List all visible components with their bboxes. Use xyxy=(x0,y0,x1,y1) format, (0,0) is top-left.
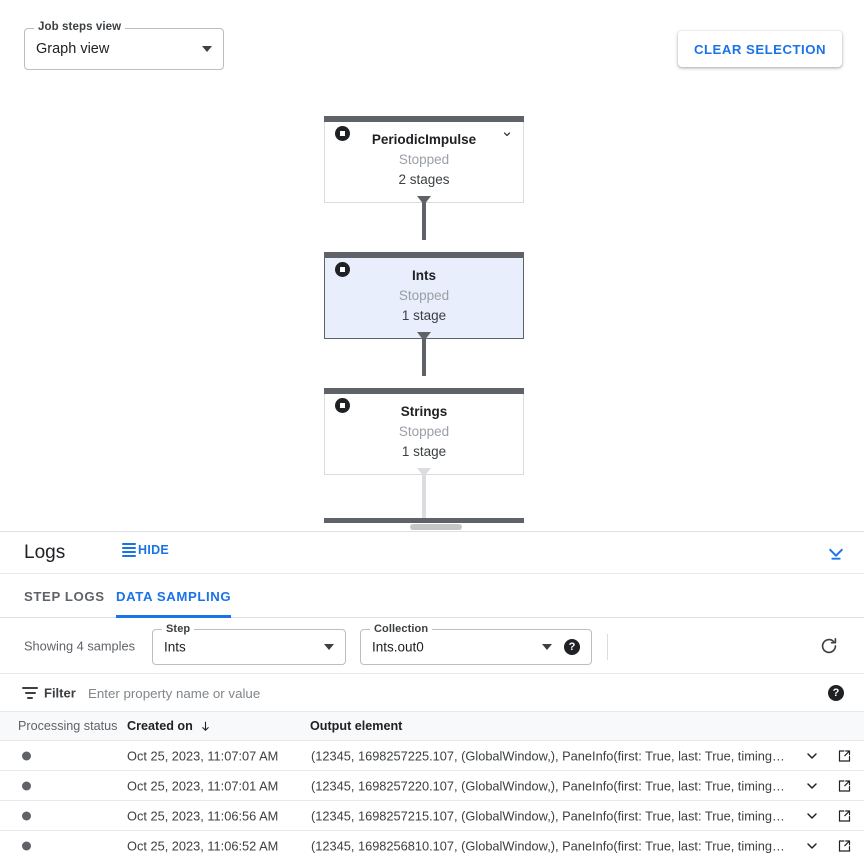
node-stages: 2 stages xyxy=(398,172,450,187)
data-sampling-controls: Showing 4 samples Step Ints Collection I… xyxy=(0,618,864,674)
job-steps-view-value: Graph view xyxy=(36,41,110,57)
node-status-bar xyxy=(324,518,524,524)
cell-created-on: Oct 25, 2023, 11:07:07 AM xyxy=(127,748,279,763)
logs-panel: Logs HIDE STEP LOGS DATA SAMPLING Showin… xyxy=(0,531,864,856)
graph-node-strings[interactable]: Strings Stopped 1 stage xyxy=(324,388,524,475)
chevron-down-icon[interactable] xyxy=(804,778,820,794)
chevron-down-icon xyxy=(324,644,334,650)
logs-header: Logs HIDE xyxy=(0,532,864,574)
graph-horizontal-scrollbar[interactable] xyxy=(0,523,864,531)
chevron-down-icon xyxy=(542,644,552,650)
logs-title: Logs xyxy=(24,542,66,563)
chevron-down-icon[interactable] xyxy=(804,808,820,824)
collection-select-value: Ints.out0 xyxy=(372,639,424,655)
help-icon[interactable]: ? xyxy=(828,684,844,701)
graph-node-periodicimpulse[interactable]: PeriodicImpulse Stopped 2 stages xyxy=(324,116,524,203)
step-select-label: Step xyxy=(162,622,195,636)
step-select[interactable]: Step Ints xyxy=(152,622,346,665)
help-icon[interactable]: ? xyxy=(564,639,580,655)
job-steps-view-label: Job steps view xyxy=(34,20,126,34)
chevron-down-icon[interactable] xyxy=(804,838,820,854)
tab-data-sampling[interactable]: DATA SAMPLING xyxy=(116,574,232,618)
graph-edge-1 xyxy=(422,196,426,240)
refresh-icon[interactable] xyxy=(818,635,840,657)
node-status: Stopped xyxy=(398,424,450,439)
column-header-output-element[interactable]: Output element xyxy=(310,719,403,733)
graph-edge-3 xyxy=(422,468,426,520)
chevron-down-icon xyxy=(202,46,212,52)
chevron-down-icon[interactable] xyxy=(804,748,820,764)
table-row[interactable]: Oct 25, 2023, 11:07:01 AM (12345, 169825… xyxy=(0,771,864,801)
processing-status-dot xyxy=(22,841,31,850)
cell-output-element: (12345, 1698257220.107, (GlobalWindow,),… xyxy=(311,778,785,793)
filter-icon xyxy=(22,686,38,699)
node-status-bar xyxy=(324,388,524,394)
node-status: Stopped xyxy=(398,288,450,303)
job-steps-view-select[interactable]: Job steps view Graph view xyxy=(24,20,224,70)
column-header-created-on[interactable]: Created on xyxy=(127,719,212,733)
graph-node-ints[interactable]: Ints Stopped 1 stage xyxy=(324,252,524,339)
tab-step-logs[interactable]: STEP LOGS xyxy=(24,588,105,604)
chevron-down-icon[interactable] xyxy=(501,128,513,140)
node-title: Ints xyxy=(411,268,436,283)
column-header-created-on-label: Created on xyxy=(127,719,193,733)
filter-label: Filter xyxy=(44,685,76,700)
table-row[interactable]: Oct 25, 2023, 11:06:52 AM (12345, 169825… xyxy=(0,831,864,856)
stop-icon xyxy=(335,126,350,141)
node-stages: 1 stage xyxy=(401,308,447,323)
list-lines-icon xyxy=(122,543,136,557)
cell-created-on: Oct 25, 2023, 11:06:56 AM xyxy=(127,808,279,823)
logs-tabs: STEP LOGS DATA SAMPLING xyxy=(0,574,864,618)
node-status: Stopped xyxy=(398,152,450,167)
open-in-new-icon[interactable] xyxy=(837,778,852,793)
node-title: Strings xyxy=(400,404,448,419)
job-steps-graph-panel: Job steps view Graph view CLEAR SELECTIO… xyxy=(0,0,864,531)
graph-edge-arrow-3 xyxy=(417,468,431,477)
graph-edge-2 xyxy=(422,332,426,376)
stop-icon xyxy=(335,262,350,277)
cell-output-element: (12345, 1698257225.107, (GlobalWindow,),… xyxy=(311,748,785,763)
collection-select-label: Collection xyxy=(370,622,433,636)
hide-logs-button[interactable]: HIDE xyxy=(122,543,169,557)
collapse-panel-icon[interactable] xyxy=(824,542,848,566)
open-in-new-icon[interactable] xyxy=(837,838,852,853)
cell-output-element: (12345, 1698257215.107, (GlobalWindow,),… xyxy=(311,808,785,823)
cell-created-on: Oct 25, 2023, 11:07:01 AM xyxy=(127,778,279,793)
filter-input[interactable] xyxy=(86,674,786,712)
node-stages: 1 stage xyxy=(401,444,447,459)
step-select-value: Ints xyxy=(164,639,186,655)
hide-logs-label: HIDE xyxy=(138,543,170,557)
scrollbar-thumb[interactable] xyxy=(410,524,462,530)
graph-edge-arrow-2 xyxy=(417,332,431,341)
node-status-bar xyxy=(324,252,524,258)
graph-edge-arrow-1 xyxy=(417,196,431,205)
samples-table-body: Oct 25, 2023, 11:07:07 AM (12345, 169825… xyxy=(0,741,864,856)
samples-table-header: Processing status Created on Output elem… xyxy=(0,712,864,741)
processing-status-dot xyxy=(22,751,31,760)
column-header-processing-status[interactable]: Processing status xyxy=(18,719,118,733)
clear-selection-button[interactable]: CLEAR SELECTION xyxy=(677,31,842,67)
cell-output-element: (12345, 1698256810.107, (GlobalWindow,),… xyxy=(311,838,785,853)
processing-status-dot xyxy=(22,781,31,790)
stop-icon xyxy=(335,398,350,413)
sort-descending-icon xyxy=(199,720,212,733)
controls-divider xyxy=(607,634,608,660)
collection-select[interactable]: Collection Ints.out0 ? xyxy=(360,622,592,665)
filter-row: Filter ? xyxy=(0,674,864,712)
cell-created-on: Oct 25, 2023, 11:06:52 AM xyxy=(127,838,279,853)
node-status-bar xyxy=(324,116,524,122)
processing-status-dot xyxy=(22,811,31,820)
open-in-new-icon[interactable] xyxy=(837,808,852,823)
node-title: PeriodicImpulse xyxy=(371,132,477,147)
open-in-new-icon[interactable] xyxy=(837,748,852,763)
showing-samples-text: Showing 4 samples xyxy=(24,638,135,653)
table-row[interactable]: Oct 25, 2023, 11:07:07 AM (12345, 169825… xyxy=(0,741,864,771)
table-row[interactable]: Oct 25, 2023, 11:06:56 AM (12345, 169825… xyxy=(0,801,864,831)
